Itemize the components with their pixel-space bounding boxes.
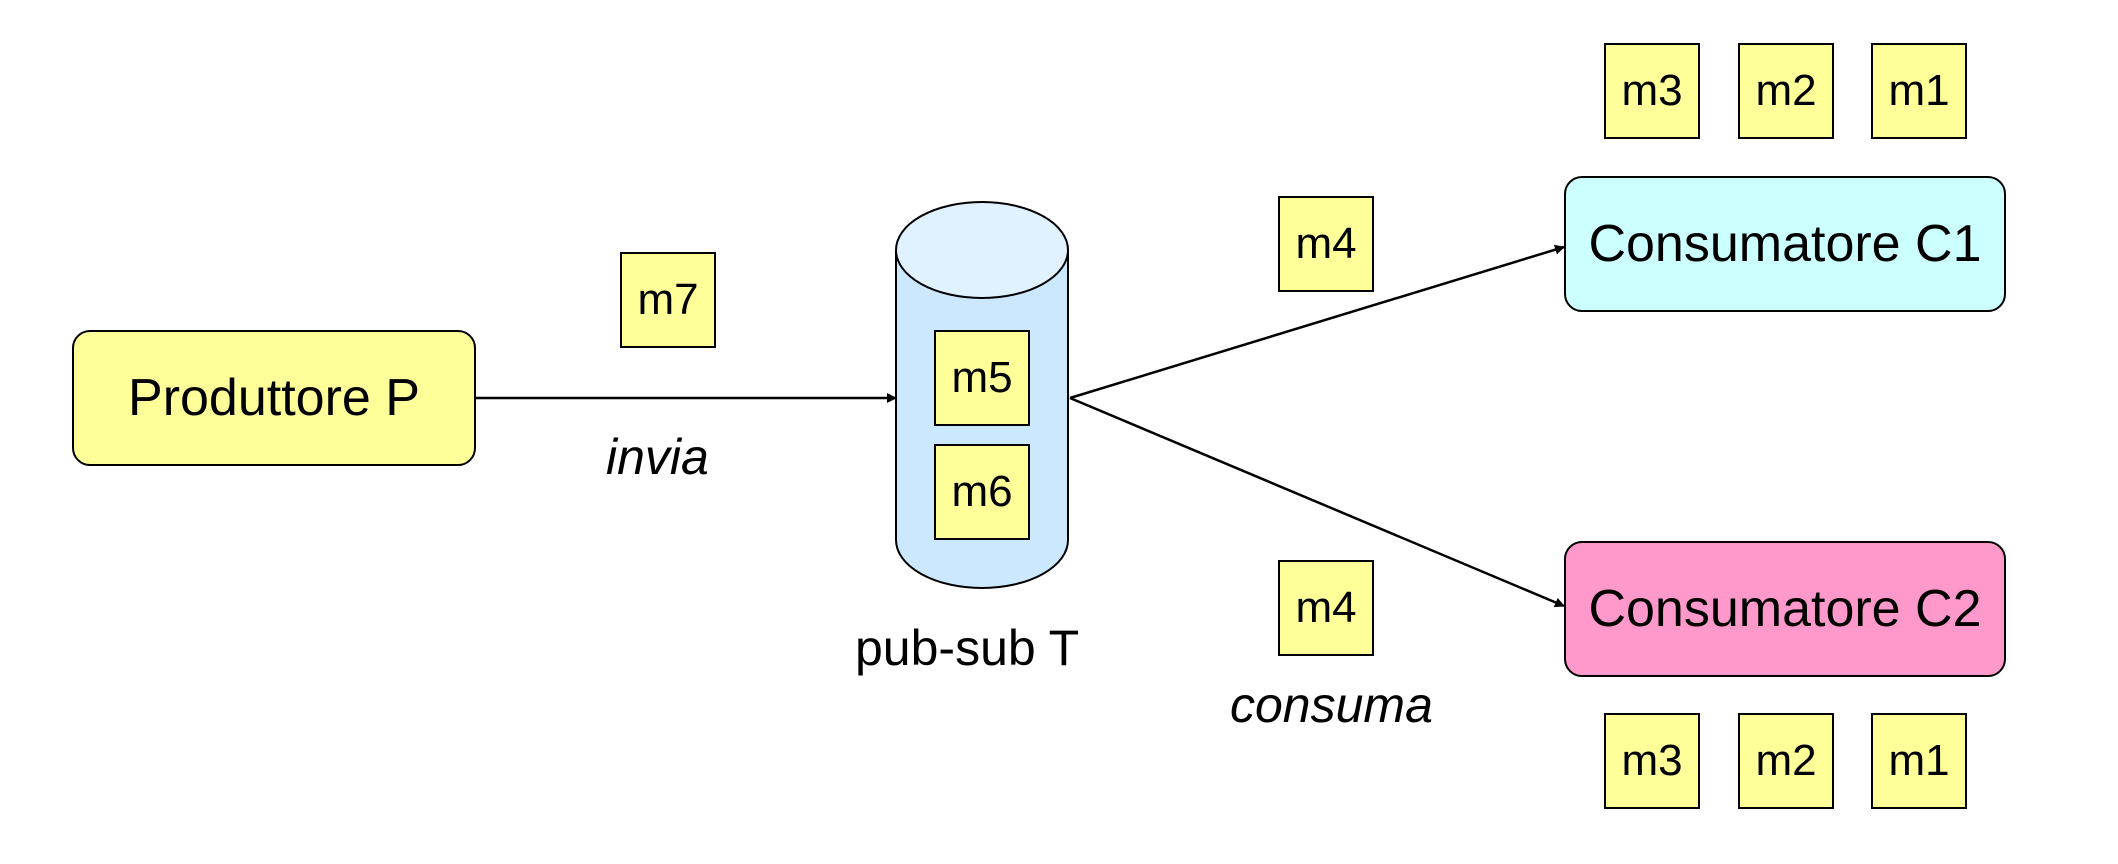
edge-topic-to-c1 — [1069, 244, 1565, 400]
consumer-c1-label: Consumatore C1 — [1588, 215, 1982, 273]
topic-label: pub-sub T — [855, 620, 1080, 676]
consumed-c1-m2: m2 — [1738, 43, 1834, 139]
consumed-c2-m1: m1 — [1871, 713, 1967, 809]
message-m5: m5 — [934, 330, 1030, 426]
edge-topic-to-c2 — [1069, 396, 1565, 608]
consumer-c2-node: Consumatore C2 — [1564, 541, 2006, 677]
message-m4-to-c2: m4 — [1278, 560, 1374, 656]
message-m6: m6 — [934, 444, 1030, 540]
message-m4-to-c1: m4 — [1278, 196, 1374, 292]
producer-node: Produttore P — [72, 330, 476, 466]
edge-consume-label: consuma — [1230, 677, 1433, 733]
consumed-c2-m3: m3 — [1604, 713, 1700, 809]
consumed-c2-m2: m2 — [1738, 713, 1834, 809]
topic-cylinder-top — [895, 201, 1069, 299]
edge-send-label: invia — [606, 429, 709, 485]
consumed-c1-m3: m3 — [1604, 43, 1700, 139]
consumed-c1-m1: m1 — [1871, 43, 1967, 139]
producer-label: Produttore P — [128, 369, 420, 427]
consumer-c1-node: Consumatore C1 — [1564, 176, 2006, 312]
message-m7: m7 — [620, 252, 716, 348]
consumer-c2-label: Consumatore C2 — [1588, 580, 1982, 638]
